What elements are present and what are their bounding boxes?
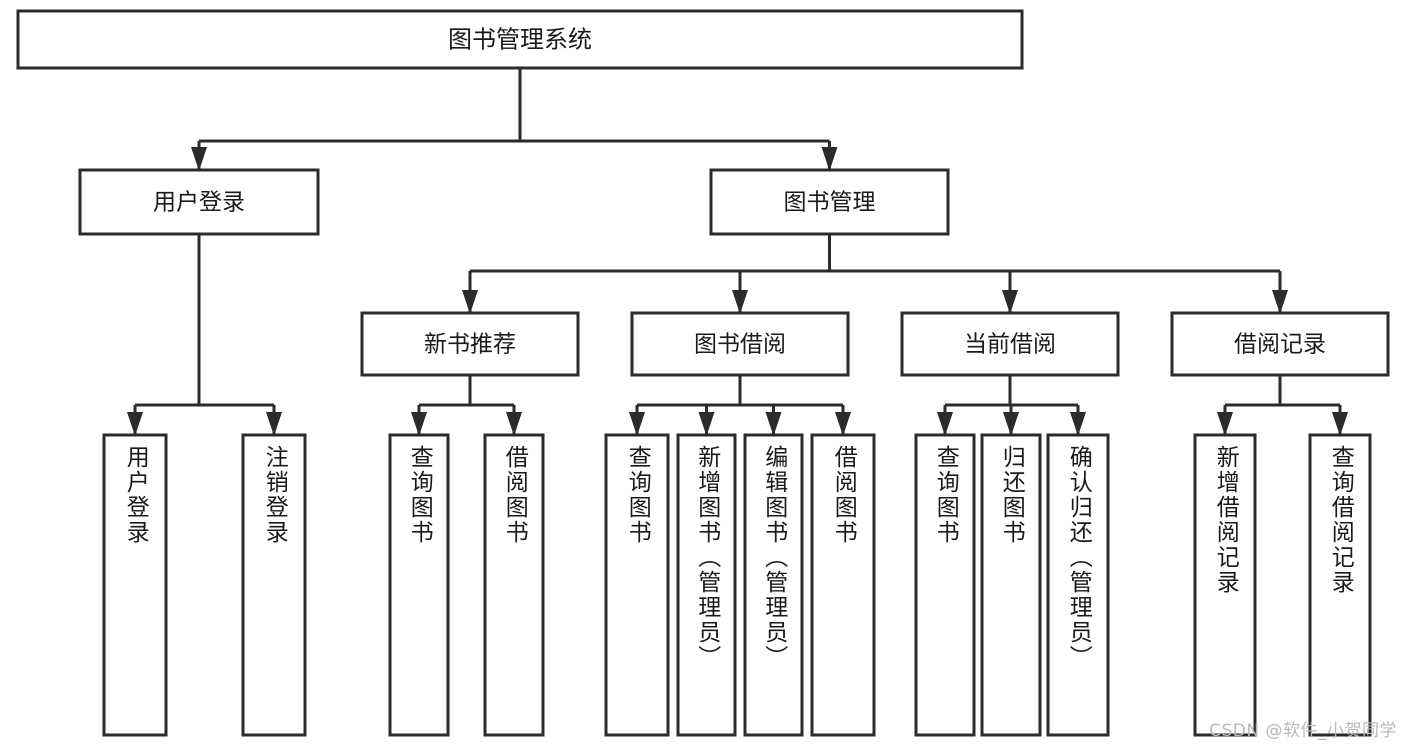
csdn-watermark: CSDN @软件_小贺同学 [1209,721,1397,741]
arrow-head-icon [629,412,645,436]
node-leaf-query-book-1[interactable] [388,433,450,737]
arrow-head-icon [1003,412,1019,436]
arrow-head-icon [698,412,715,436]
node-book-manage[interactable]: 图书管理 [709,168,950,236]
arrow-head-icon [1272,290,1288,314]
node-leaf-edit-book[interactable] [743,433,804,737]
node-leaf-add-book[interactable] [676,433,737,737]
node-new-book-rec[interactable]: 新书推荐 [360,311,580,377]
node-leaf-query-book-2[interactable] [604,433,670,737]
arrow-head-icon [411,412,427,436]
node-current-borrow[interactable]: 当前借阅 [900,311,1120,377]
arrow-head-icon [127,412,143,436]
arrow-head-icon [732,290,748,314]
arrow-head-icon [266,412,282,436]
node-leaf-return-book[interactable] [980,433,1042,737]
node-leaf-logout[interactable] [241,433,307,737]
arrow-head-icon [1332,412,1348,436]
node-label-current-borrow: 当前借阅 [964,332,1056,358]
node-root[interactable]: 图书管理系统 [16,9,1024,70]
node-user-login[interactable]: 用户登录 [78,168,320,236]
arrow-head-icon [462,290,478,314]
arrow-head-icon [765,412,782,436]
node-book-borrow[interactable]: 图书借阅 [630,311,850,377]
arrow-head-icon [1070,412,1086,436]
node-label-new-book-rec: 新书推荐 [424,332,516,358]
node-label-root: 图书管理系统 [448,26,592,54]
arrow-head-icon [821,147,838,171]
node-label-book-borrow: 图书借阅 [694,332,786,358]
arrow-head-icon [506,412,522,436]
node-label-borrow-record: 借阅记录 [1234,332,1326,358]
node-borrow-record[interactable]: 借阅记录 [1170,311,1390,377]
node-leaf-query-book-3[interactable] [914,433,976,737]
arrow-head-icon [1002,290,1018,314]
node-leaf-borrow-book-2[interactable] [810,433,876,737]
node-leaf-user-login[interactable] [102,433,168,737]
node-leaf-query-record[interactable] [1308,433,1372,737]
node-leaf-confirm-return[interactable] [1046,433,1110,737]
node-label-user-login: 用户登录 [153,190,245,216]
arrow-head-icon [937,412,953,436]
arrow-head-icon [835,412,851,436]
node-leaf-add-record[interactable] [1193,433,1257,737]
arrow-head-icon [191,147,207,171]
arrow-head-icon [1217,412,1233,436]
node-label-book-manage: 图书管理 [784,190,876,216]
node-leaf-borrow-book-1[interactable] [483,433,545,737]
